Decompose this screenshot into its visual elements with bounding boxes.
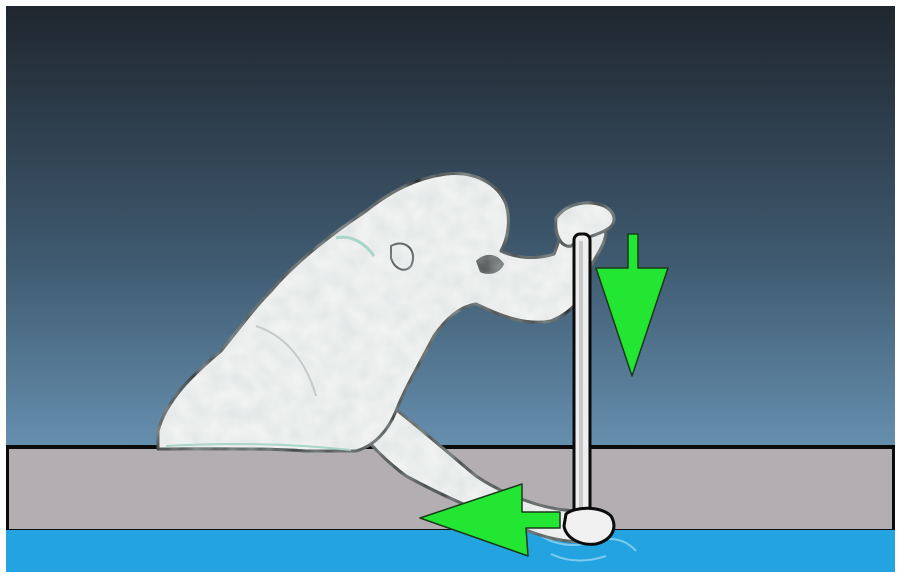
paddling-illustration [6, 6, 895, 572]
water [6, 530, 895, 572]
paddle-shaft-highlight [579, 241, 583, 516]
paddle-blade [564, 508, 614, 544]
